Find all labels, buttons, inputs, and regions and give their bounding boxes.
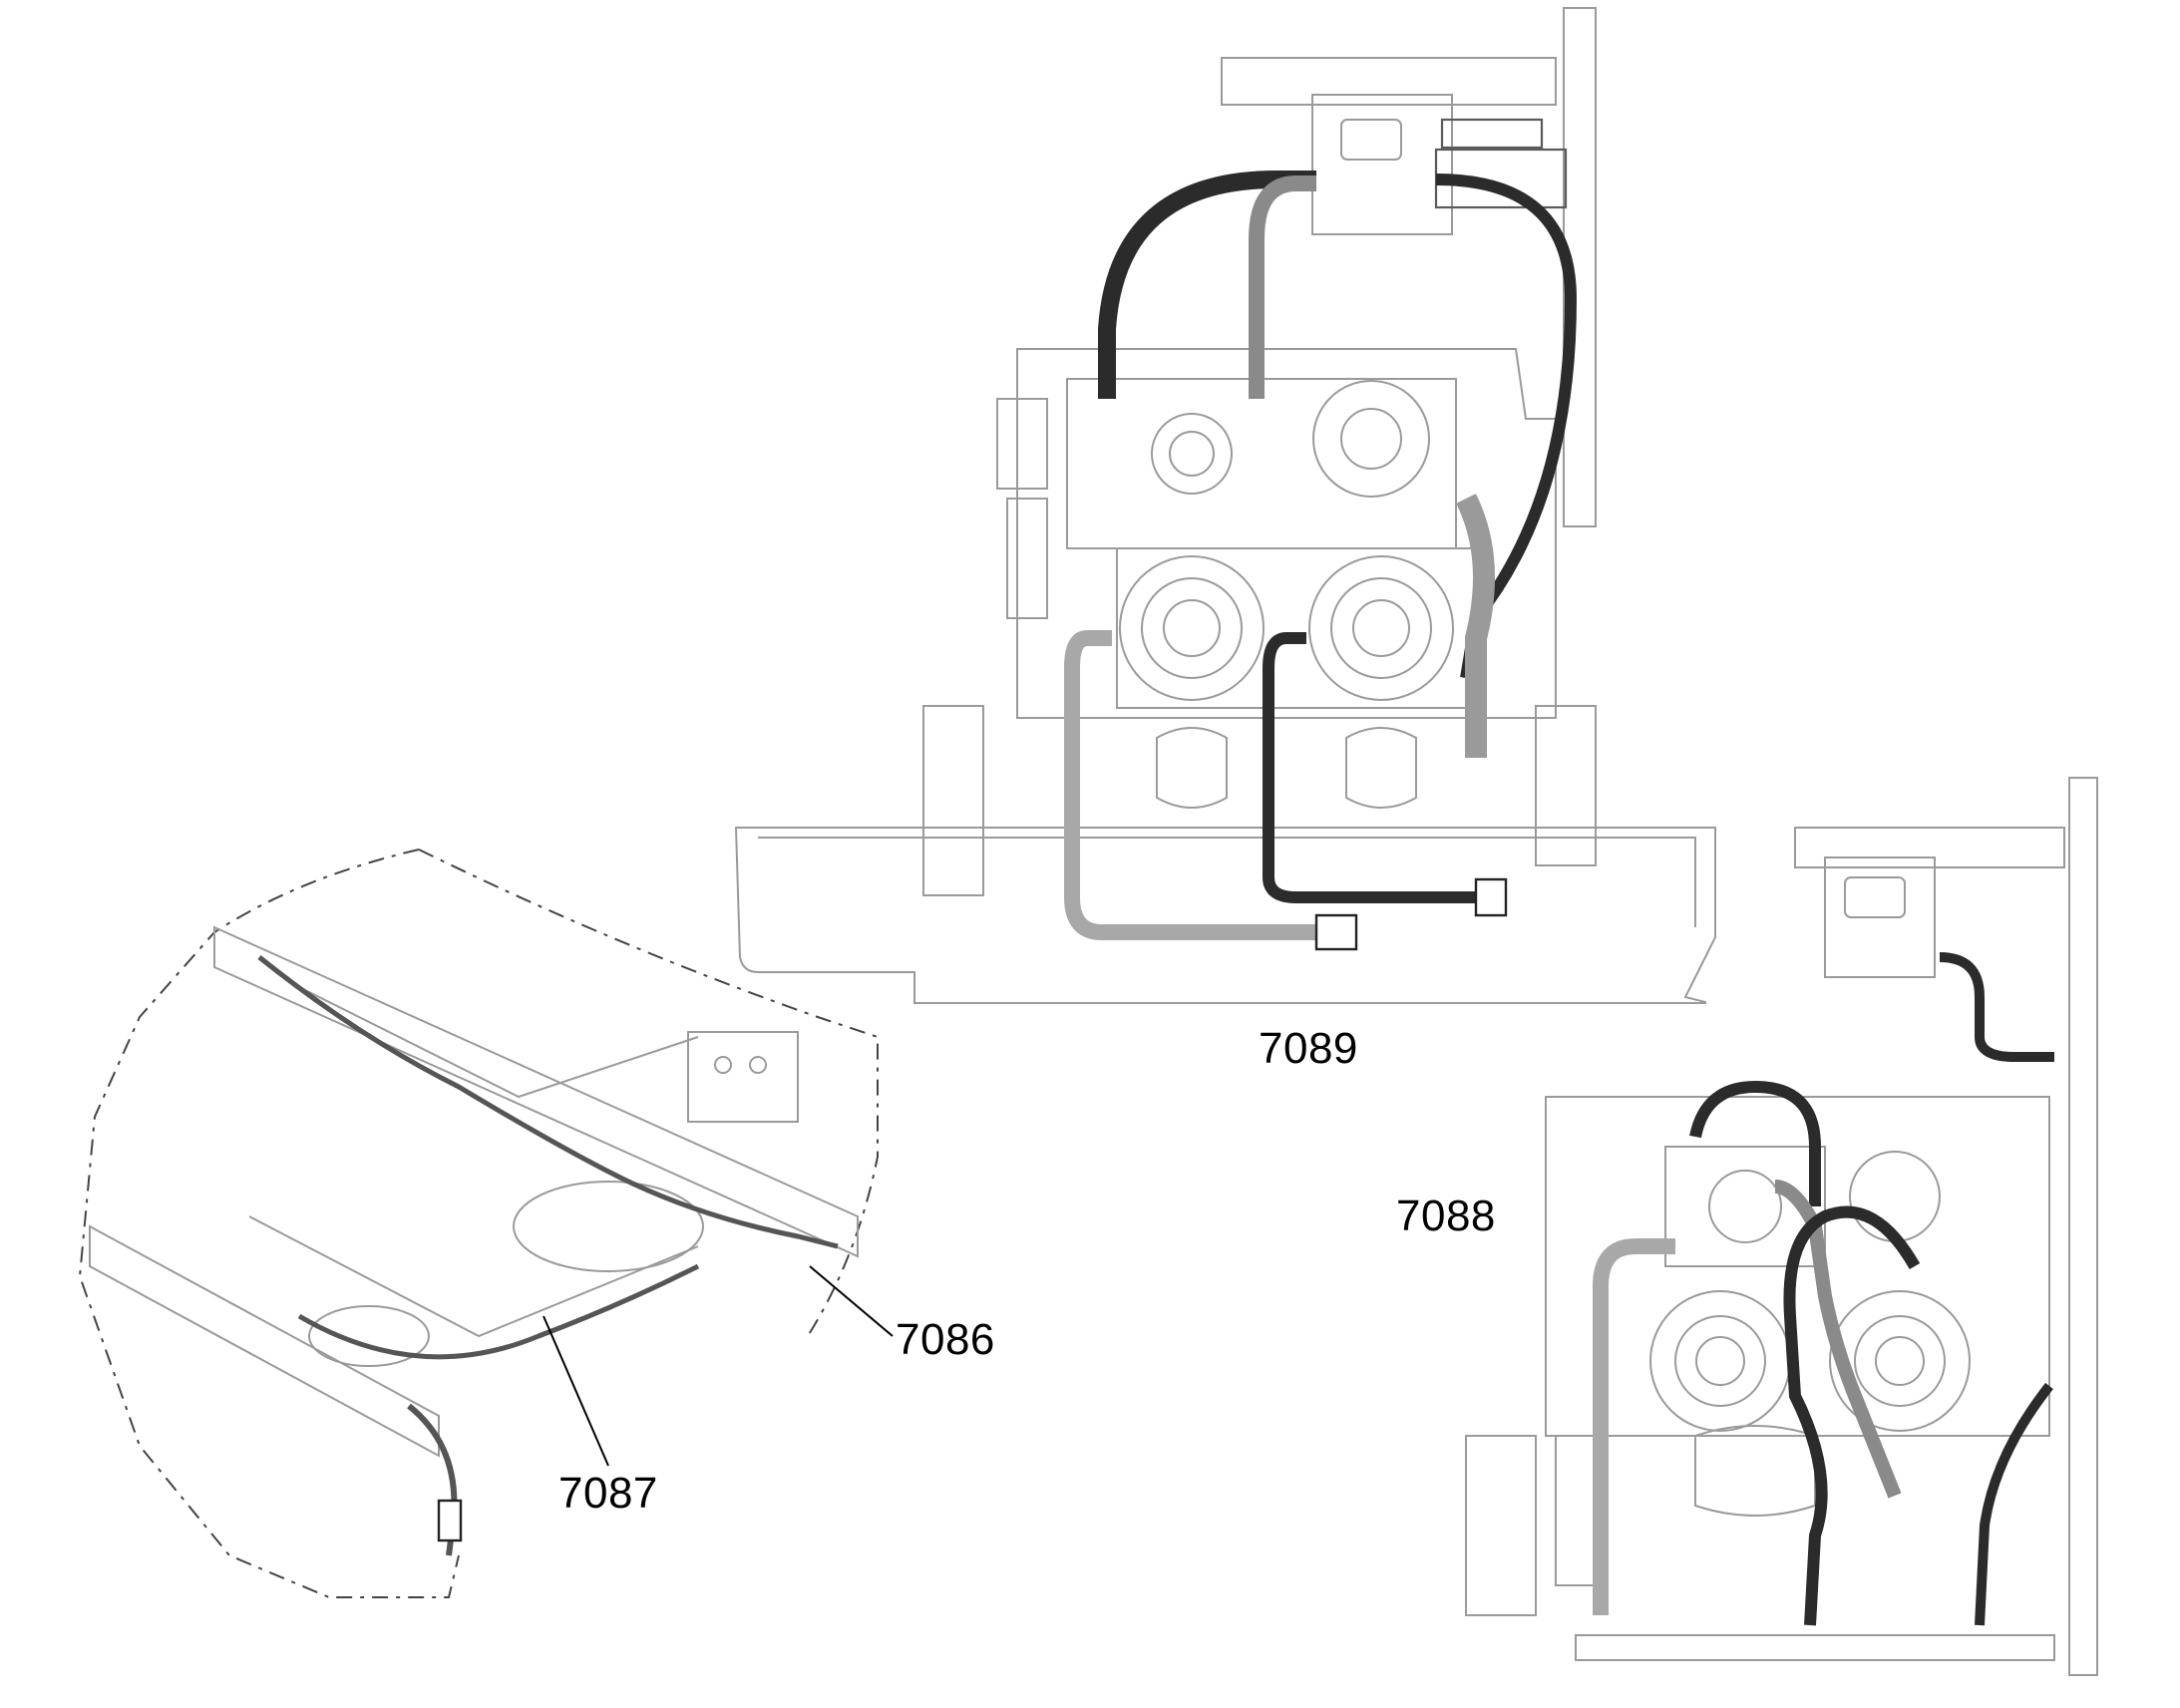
pump-left-outer-2 [1649,1290,1791,1432]
hose-7089-dark-1 [1098,171,1316,399]
pump-right-inner-2 [1875,1336,1925,1386]
hose-7089-light-1 [1064,630,1316,940]
base-frame-inner [758,837,1696,927]
callout-7089: 7089 [1259,1024,1358,1073]
upper-pulley-left-hub [1169,431,1215,477]
leader-7087 [543,1315,609,1467]
bottom-rail-2 [1575,1634,2055,1661]
upper-mount-plate-2 [1794,827,2065,868]
vertical-post-2 [2068,777,2098,1676]
callout-7088: 7088 [1396,1192,1496,1240]
pump-head-window-2 [1844,876,1906,918]
frame-rail-bottom [89,1224,440,1458]
pump-foot-2 [1694,1425,1816,1517]
leader-7086 [809,1265,894,1337]
aux-valve [1006,498,1048,619]
callout-7086: 7086 [896,1315,995,1364]
cross-member-1 [298,986,699,1099]
pump-head-block-2 [1824,856,1936,978]
junction-box [687,1031,799,1123]
fitting-detail-end [437,1499,463,1542]
hose-7088-dark-2 [1783,1205,1921,1626]
left-support-2 [1465,1435,1537,1616]
upper-gearbox [1066,378,1457,549]
pump-left-inner [1163,599,1221,657]
upper-gearbox-2 [1664,1146,1826,1267]
pump-left-inner-2 [1695,1336,1745,1386]
hose-7088-dark-1 [1689,1080,1821,1206]
pump-head-window [1340,119,1402,161]
left-bracket-2 [1555,1435,1597,1586]
junction-hole-2 [749,1056,767,1074]
pump-right-mid-2 [1854,1315,1946,1407]
pump-left-outer [1119,555,1265,701]
fitting-7089-b [1474,877,1508,917]
pump-right-outer [1308,555,1454,701]
pump-right-inner [1352,599,1410,657]
detail-boundary [78,849,460,1598]
pump-left-foot [1156,727,1228,809]
round-plate [308,1305,430,1367]
pump-right-mid [1330,577,1432,679]
junction-hole-1 [714,1056,732,1074]
upper-pulley-right-2 [1849,1151,1941,1242]
pump-left-mid [1141,577,1243,679]
pump-right-foot [1345,727,1417,809]
valve-cap [1440,118,1544,150]
oval-plate [513,1181,704,1272]
frame-rail-top [213,925,859,1258]
hose-7088-dark-top [1939,952,2054,1062]
callout-7087: 7087 [558,1469,658,1518]
upper-pulley-2 [1708,1170,1782,1243]
upper-pulley-right-hub [1340,408,1402,470]
assembly-view-7088 [1465,777,2098,1676]
hose-7089-mid-1 [1249,175,1316,399]
pump-right-outer-2 [1829,1290,1971,1432]
assembly-view-7089 [734,7,1716,1004]
right-bracket [1535,705,1597,866]
pump-head-block [1311,94,1453,235]
hose-detail-upper [257,955,839,1249]
hose-detail-lower [297,1263,700,1360]
hose-7088-mid-1 [1774,1180,1902,1499]
hose-7088-light-1 [1593,1238,1675,1615]
hose-7089-dark-3 [1263,632,1486,903]
pump-left-mid-2 [1674,1315,1766,1407]
engine-housing-2 [1545,1096,2050,1437]
hose-7089-light-3 [1456,494,1495,758]
hose-7088-dark-3 [1975,1382,2053,1626]
cross-member-2 [248,1215,699,1338]
left-bracket [922,705,984,896]
fitting-7089-a [1314,913,1358,951]
base-frame-outline [734,827,1716,1004]
filter-unit [996,398,1048,490]
upper-mount-plate [1221,57,1557,106]
hose-7089-dark-2 [1435,173,1578,679]
upper-pulley-right [1312,380,1430,498]
detail-boundary-right [418,849,879,1337]
upper-pulley-left [1151,413,1233,495]
detail-view [78,849,894,1598]
